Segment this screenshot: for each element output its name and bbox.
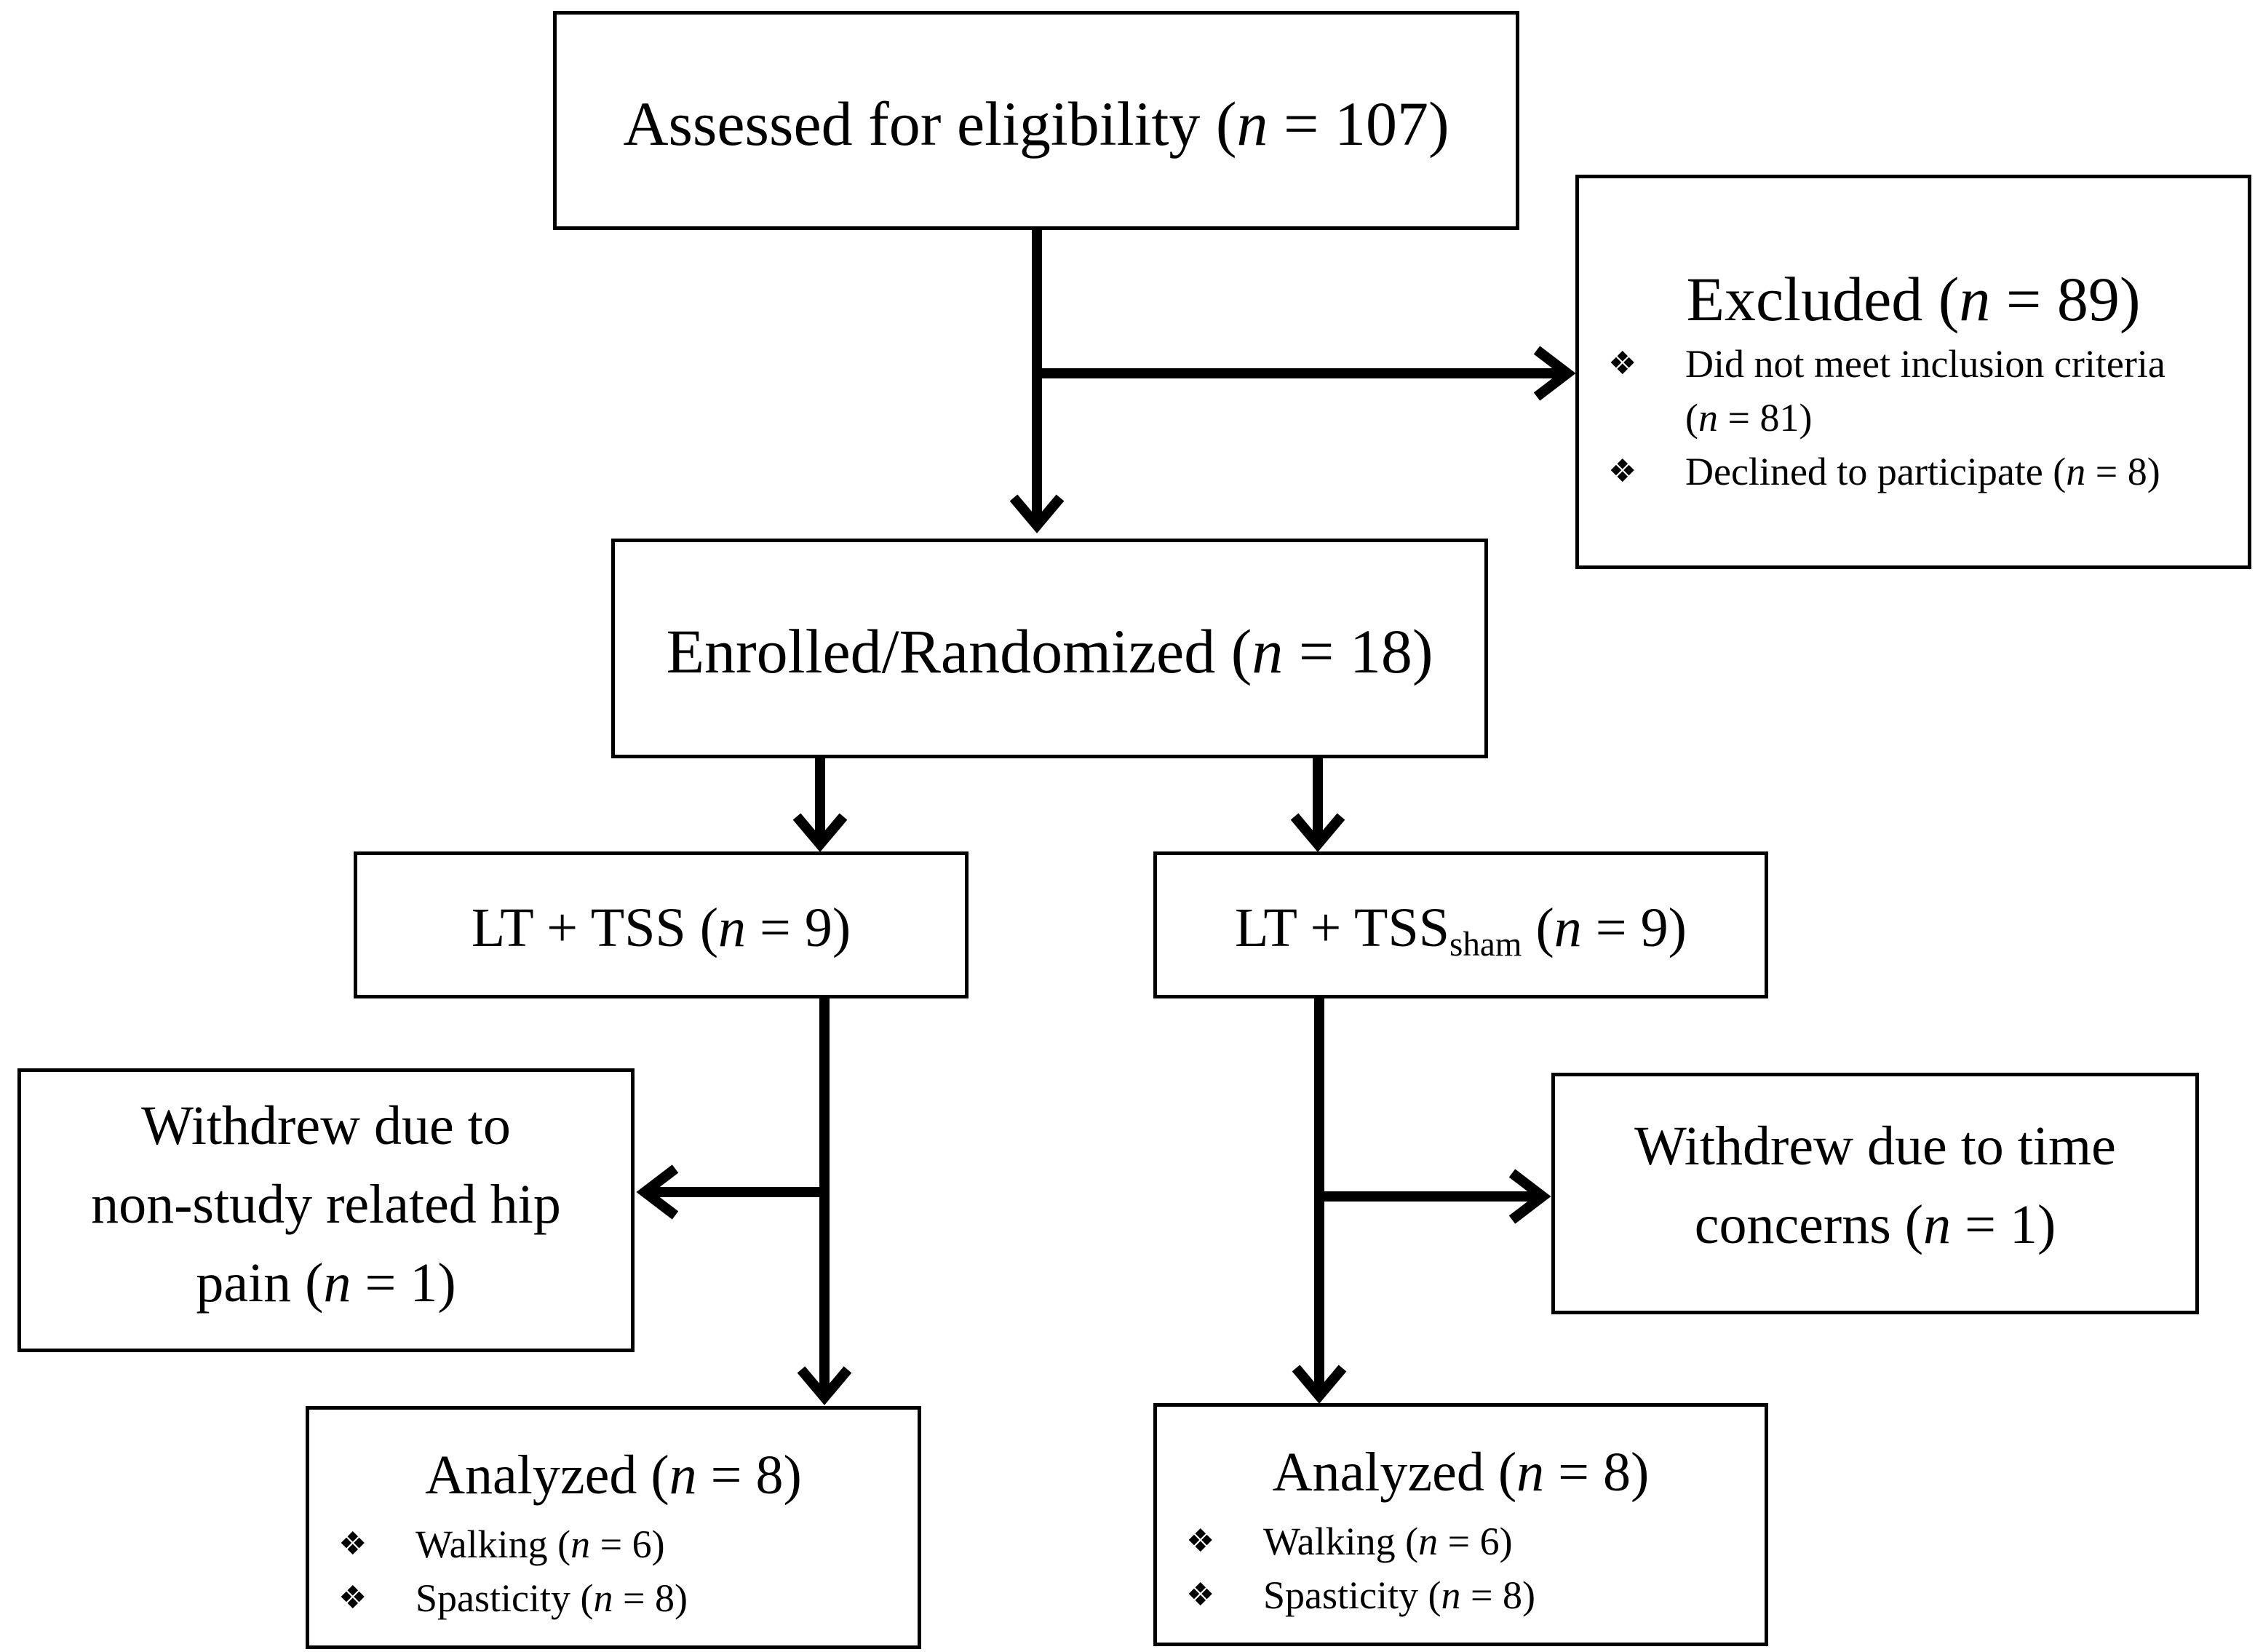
excluded-reason-inclusion-count: (n = 81) [1685, 396, 1813, 440]
analyzed-left-outcomes: ❖ Walking (n = 6) ❖ Spasticity (n = 8) [338, 1517, 688, 1625]
arm-tss-label: LT + TSS (n = 9) [471, 897, 851, 958]
arm-sham-box: LT + TSSsham (n = 9) [1153, 851, 1768, 998]
withdrew-left-line3: pain (n = 1) [196, 1252, 456, 1314]
arrowhead-withdrew-right [1508, 1169, 1551, 1224]
diamond-bullet-icon: ❖ [1608, 345, 1637, 382]
diamond-bullet-icon: ❖ [338, 1525, 367, 1562]
excluded-reason-declined: ❖ Declined to participate (n = 8) [1608, 445, 2165, 499]
withdrew-right-line2: concerns (n = 1) [1694, 1194, 2056, 1255]
arrowhead-sham [1290, 813, 1345, 852]
excluded-title: Excluded (n = 89) [1686, 264, 2141, 334]
arm-tss-box: LT + TSS (n = 9) [354, 851, 969, 998]
analyzed-right-spasticity: ❖ Spasticity (n = 8) [1186, 1568, 1535, 1622]
assessed-box: Assessed for eligibility (n = 107) [553, 11, 1519, 230]
analyzed-right-walking: ❖ Walking (n = 6) [1186, 1514, 1535, 1568]
arrowhead-enrolled [1009, 494, 1065, 533]
arrowhead-analyzed-left [797, 1366, 852, 1405]
excluded-reasons: ❖ Did not meet inclusion criteria (n = 8… [1608, 337, 2165, 499]
diamond-bullet-icon: ❖ [1186, 1576, 1215, 1613]
enrolled-label: Enrolled/Randomized (n = 18) [666, 616, 1433, 686]
analyzed-right-outcomes: ❖ Walking (n = 6) ❖ Spasticity (n = 8) [1186, 1514, 1535, 1622]
excluded-reason-inclusion: ❖ Did not meet inclusion criteria [1608, 337, 2165, 391]
diamond-bullet-icon: ❖ [338, 1579, 367, 1616]
analyzed-left-spasticity: ❖ Spasticity (n = 8) [338, 1571, 688, 1625]
arrowhead-excluded [1533, 346, 1576, 401]
diamond-bullet-icon: ❖ [1608, 453, 1637, 490]
analyzed-left-title: Analyzed (n = 8) [425, 1445, 802, 1506]
arm-sham-label: LT + TSSsham (n = 9) [1235, 897, 1687, 964]
analyzed-right-title: Analyzed (n = 8) [1272, 1442, 1650, 1503]
analyzed-left-box: Analyzed (n = 8) ❖ Walking (n = 6) ❖ Spa… [306, 1406, 921, 1649]
analyzed-right-box: Analyzed (n = 8) ❖ Walking (n = 6) ❖ Spa… [1153, 1403, 1768, 1646]
withdrew-left-line2: non-study related hip [91, 1174, 561, 1235]
arrowhead-analyzed-right [1292, 1365, 1347, 1404]
enrolled-box: Enrolled/Randomized (n = 18) [611, 539, 1488, 758]
withdrew-right-box: Withdrew due to time concerns (n = 1) [1551, 1073, 2199, 1314]
assessed-label: Assessed for eligibility (n = 107) [623, 89, 1449, 159]
arrowhead-tss [792, 813, 848, 852]
withdrew-left-box: Withdrew due to non-study related hip pa… [17, 1068, 635, 1352]
withdrew-right-line1: Withdrew due to time [1634, 1116, 2116, 1177]
arrowhead-withdrew-left [636, 1164, 679, 1220]
analyzed-left-walking: ❖ Walking (n = 6) [338, 1517, 688, 1571]
excluded-box: Excluded (n = 89) ❖ Did not meet inclusi… [1575, 175, 2251, 569]
diamond-bullet-icon: ❖ [1186, 1522, 1215, 1560]
withdrew-left-line1: Withdrew due to [141, 1095, 511, 1156]
